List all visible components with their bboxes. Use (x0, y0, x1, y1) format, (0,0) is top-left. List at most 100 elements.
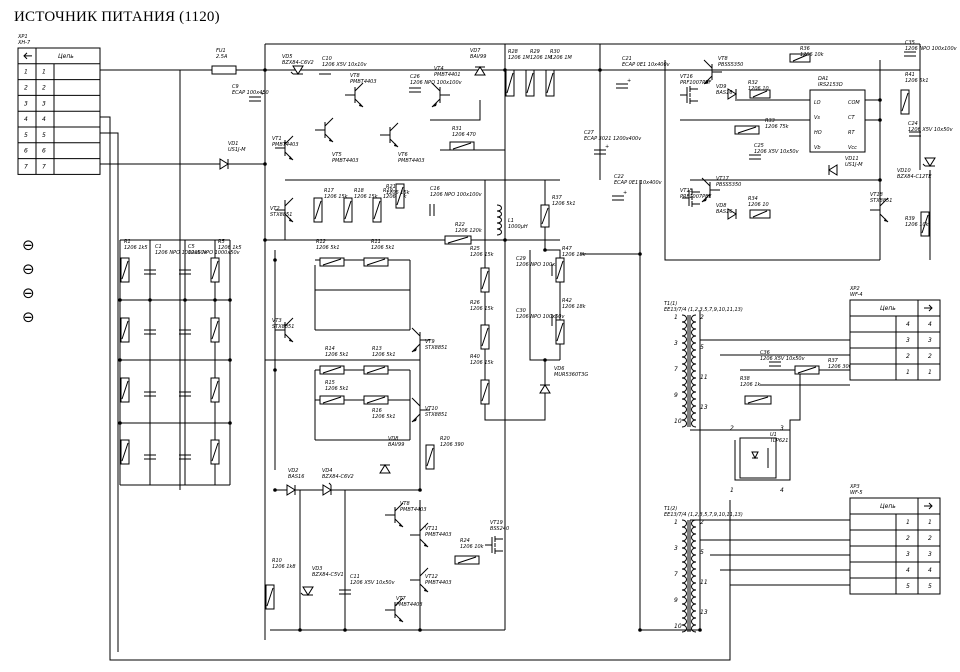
component-value: 1206 X5V 10x50v (908, 127, 954, 133)
component-value: 1206 300 (828, 364, 852, 370)
component-ref: R20 (440, 436, 450, 442)
component-value: 1206 120k (455, 228, 483, 234)
component-ref: VT18 (870, 192, 883, 198)
component-ref: C35 (905, 40, 915, 46)
component-ref: C29 (516, 256, 526, 262)
component-ref: C26 (410, 74, 420, 80)
resistor-ladder (210, 317, 220, 343)
component-value: BZX84-C6V2 (322, 474, 354, 480)
component-value: 1206 5k1 (552, 201, 576, 207)
capacitor-ladder (144, 329, 156, 335)
ic-pin-label: 2 (730, 425, 734, 432)
component-ref: R41 (905, 72, 915, 78)
component-ref: R19 (383, 188, 393, 194)
component-value: 1206 15k (470, 306, 495, 312)
component-ref: R18 (354, 188, 364, 194)
connector-ref: XP3 (849, 484, 860, 490)
wires (100, 43, 931, 661)
polarity-mark: + (260, 91, 264, 97)
component-ref: R1 (124, 239, 131, 245)
component-ref: R11 (371, 239, 381, 245)
component-value: US1J-M (228, 147, 246, 153)
connector-ref: XP1 (17, 34, 28, 40)
capacitor-ladder (179, 391, 191, 397)
mounting-hole-icon: ⊖ (22, 308, 35, 326)
transformer-pin: 5 (700, 344, 704, 351)
component-value: 1000µН (508, 224, 528, 230)
component-value: 1206 NPO 1000x50v (155, 250, 208, 256)
connector-type: XH-7 (17, 40, 31, 46)
transformer-pin: 10 (674, 418, 682, 425)
component-value: 1206 15k (470, 252, 495, 258)
connector-type: WF-5 (850, 490, 863, 496)
component-value: 1206 1k8 (272, 564, 296, 570)
component-value: 1206 NPO 100x50v (516, 314, 565, 320)
component-ref: R36 (800, 46, 810, 52)
transformer-pin: 7 (674, 366, 678, 373)
component-ref: R34 (748, 196, 758, 202)
component-ref: VT8 (718, 56, 728, 62)
component-ref: VT11 (425, 526, 438, 532)
component-value: PMBT4403 (350, 79, 377, 85)
component-ref: R14 (325, 346, 335, 352)
component-value: 1206 75k (765, 124, 790, 130)
component-value: 1206 X5V 10x50v (760, 356, 806, 362)
component-ref: VT10 (425, 406, 438, 412)
component-ref: C22 (614, 174, 624, 180)
connector-pin: 2 (928, 535, 932, 542)
connector-pin: 1 (24, 69, 28, 76)
component-ref: VD8 (716, 203, 726, 209)
component-value: STX8851 (425, 412, 447, 418)
component-value: BZX84-C6V2 (282, 60, 314, 66)
component-value: 1206 15k (383, 194, 408, 200)
component-ref: R5 (218, 239, 225, 245)
component-value: 1206 5k1 (316, 245, 340, 251)
component-value: PRF1007PBF (680, 194, 712, 200)
component-value: 1206 18k (562, 304, 587, 310)
component-ref: VT5 (332, 152, 342, 158)
connector-pin: 5 (928, 583, 932, 590)
component-value: ECAP 0E1 10x400v (614, 180, 663, 186)
component-value: EE13/7/4 (1,2,3,5,7,9,10,11,13) (664, 307, 743, 313)
component-value: 1206 X5V 10x10v (322, 62, 368, 68)
component-ref: VD6 (554, 366, 564, 372)
component-value: ECAP 100x450 (232, 90, 269, 96)
component-value: 1206 5k1 (372, 352, 396, 358)
polarity-mark: + (623, 190, 627, 196)
component-ref: R32 (748, 80, 758, 86)
transformer-pin: 3 (674, 545, 678, 552)
mounting-hole-icon: ⊖ (22, 284, 35, 302)
component-value: PMBT4403 (425, 532, 452, 538)
component-value: PBSS5350 (718, 62, 743, 68)
component-ref: VD3 (312, 566, 322, 572)
component-ref: C1 (155, 244, 162, 250)
component-ref: R42 (562, 298, 572, 304)
component-value: STX8851 (270, 212, 292, 218)
component-value: 1206 10 (748, 202, 769, 208)
component-ref: VT3 (272, 318, 282, 324)
connector-net: 4 (906, 567, 910, 574)
connector-pin: 6 (24, 148, 28, 155)
connector-net: 2 (906, 353, 910, 360)
